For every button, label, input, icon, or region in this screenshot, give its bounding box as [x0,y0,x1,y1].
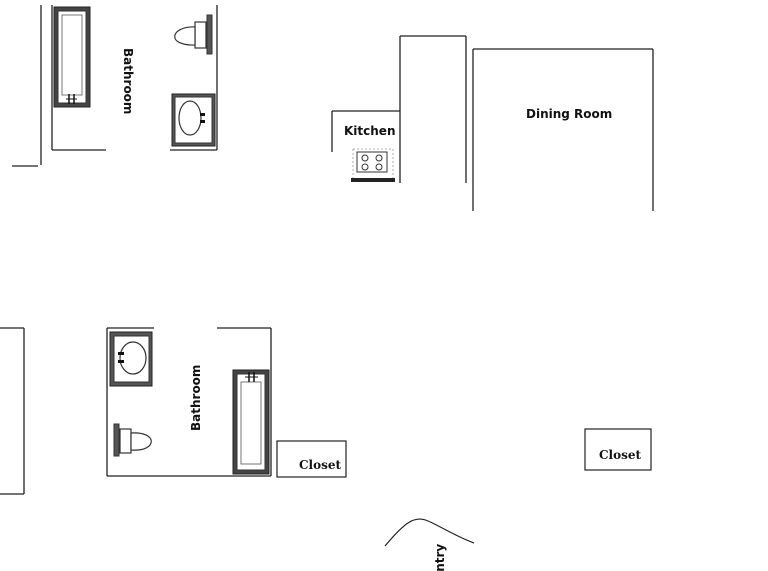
closet-left: Closet [276,440,347,478]
lower-bathroom: Bathroom [106,327,272,477]
toilet-icon [174,14,213,55]
stove-icon [351,148,395,182]
closet-right-label: Closet [599,448,642,462]
kitchen-label: Kitchen [344,124,396,138]
sink-icon [109,331,153,387]
closet-left-label: Closet [299,458,342,472]
left-room-fragment [0,327,25,495]
bathroom-lower-label: Bathroom [189,365,203,431]
bathroom-upper-label: Bathroom [121,48,135,114]
bathtub-icon [53,6,91,108]
closet-right: Closet [584,428,652,471]
sink-icon [171,93,216,147]
dining-room: Dining Room [472,48,654,211]
entry-door-swing [384,518,475,547]
toilet-icon [113,423,152,457]
dining-room-label: Dining Room [526,107,612,121]
entry-label: Entry [433,544,447,571]
kitchen: Kitchen [331,35,467,183]
bathtub-icon [232,369,270,475]
upper-bathroom: Bathroom [12,5,218,167]
entry: Entry [384,518,475,571]
